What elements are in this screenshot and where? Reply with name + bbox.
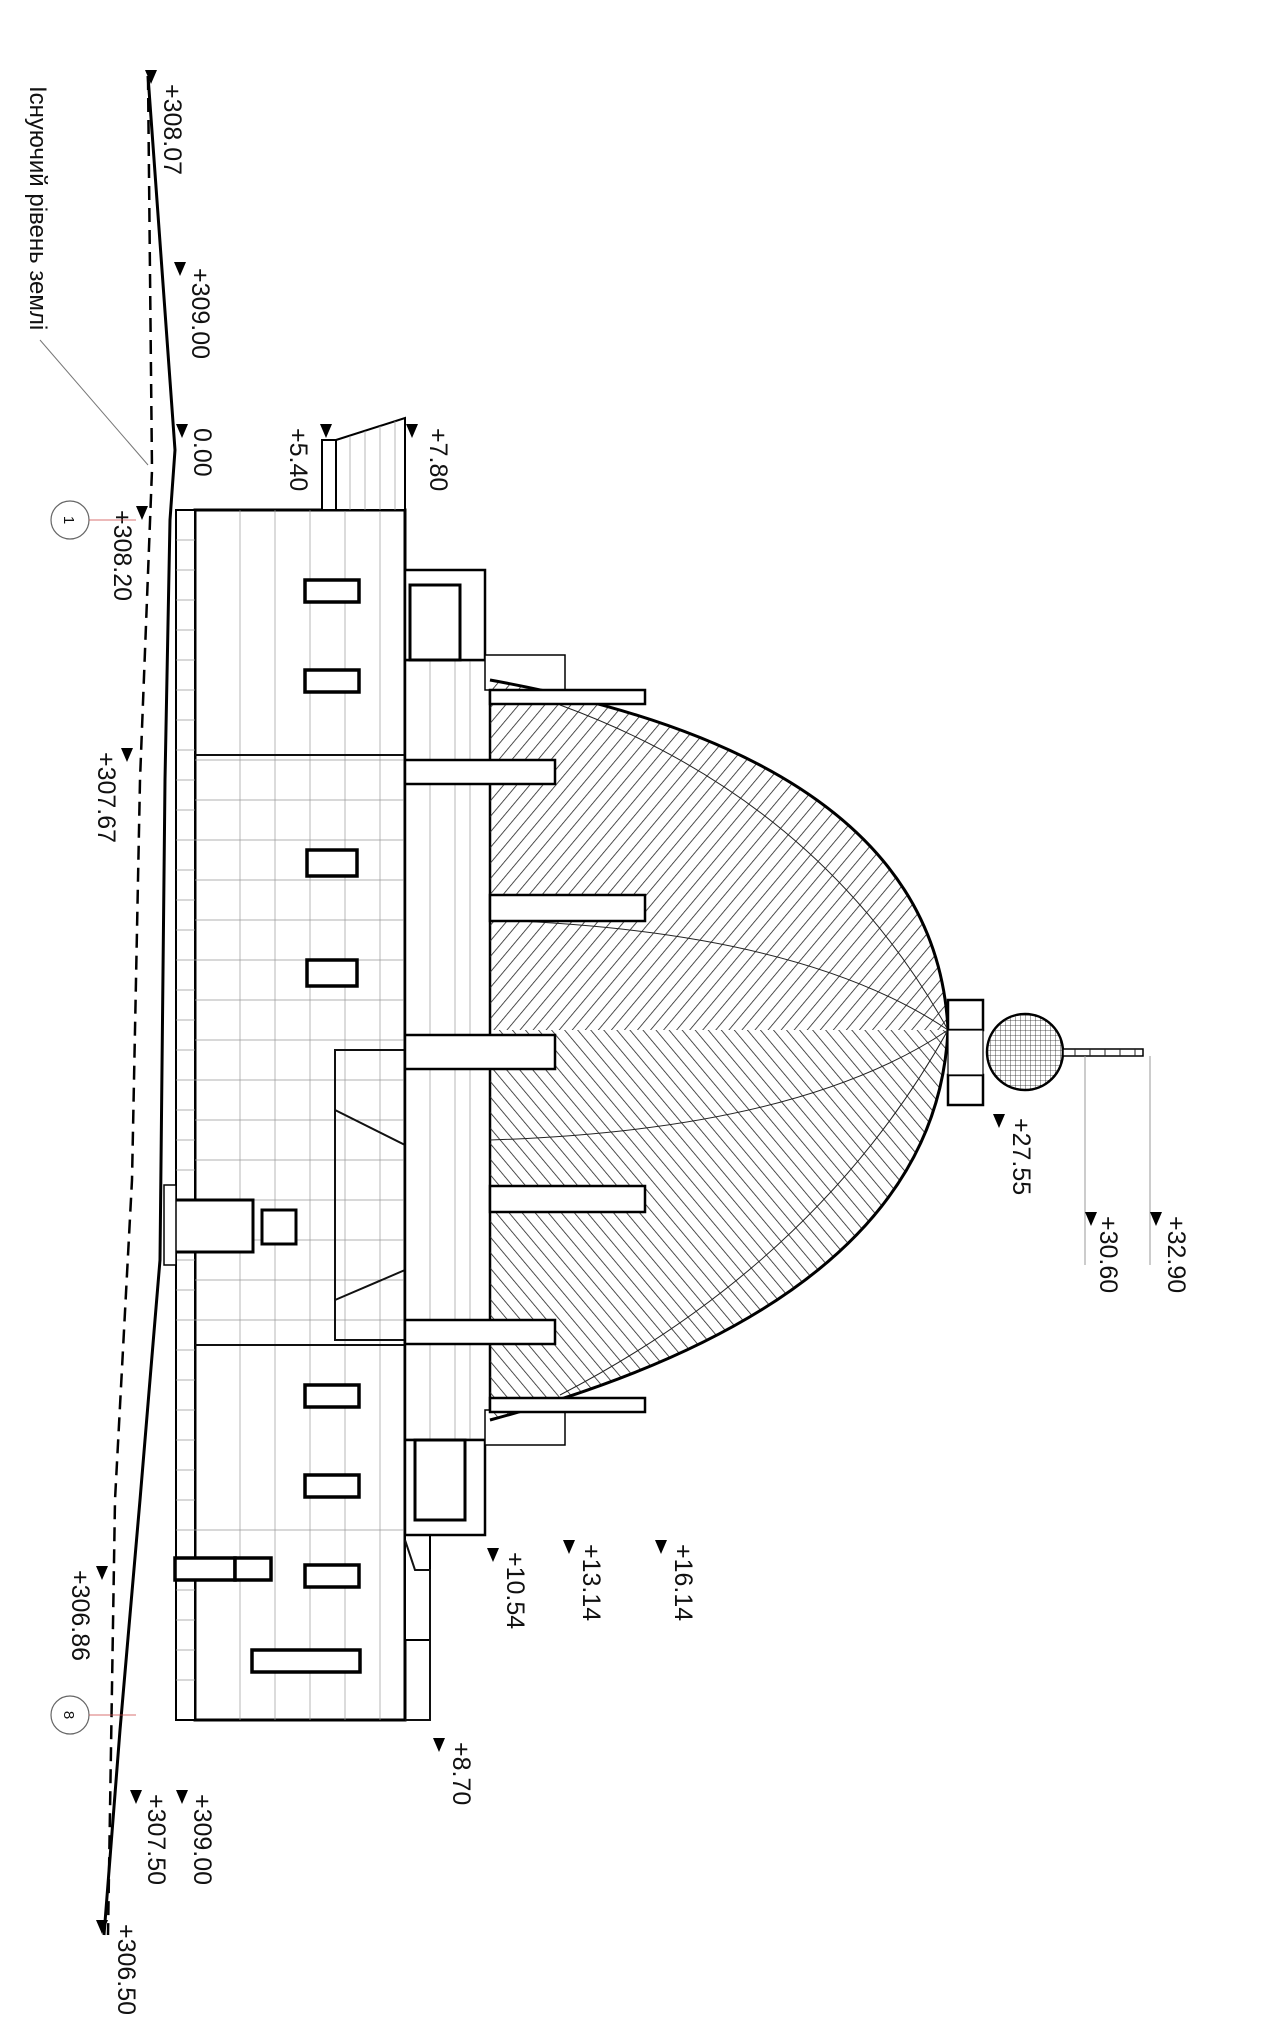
level-label: +8.70 xyxy=(447,1742,475,1805)
dome xyxy=(489,678,950,1422)
level-label: +306.86 xyxy=(66,1570,94,1661)
level-labels: +308.07 +309.00 0.00 +5.40 +7.80 +308.20… xyxy=(66,84,1190,2015)
level-label: +308.20 xyxy=(108,510,136,601)
level-marker-triangles xyxy=(96,70,1162,1934)
level-label: +307.50 xyxy=(142,1794,170,1885)
level-label: +16.14 xyxy=(669,1544,697,1621)
windows xyxy=(173,578,362,1674)
level-label: +309.00 xyxy=(188,1794,216,1885)
axis-marker-8: 8 xyxy=(50,1695,136,1735)
level-label: +7.80 xyxy=(424,428,452,491)
level-label: +307.67 xyxy=(92,752,120,843)
level-label: +13.14 xyxy=(577,1544,605,1621)
level-label: +306.50 xyxy=(112,1924,140,2015)
axis-marker-1: 1 xyxy=(50,500,136,540)
existing-ground-dashed xyxy=(106,75,154,1936)
level-label: +32.90 xyxy=(1162,1216,1190,1293)
plinth xyxy=(175,509,196,1721)
orb xyxy=(985,1012,1065,1092)
roof-pavilion xyxy=(321,416,406,511)
level-label: 0.00 xyxy=(188,428,216,477)
existing-ground-label: Існуючий рівень землі xyxy=(24,86,51,330)
lantern xyxy=(946,998,1151,1265)
level-label: +27.55 xyxy=(1007,1118,1035,1195)
axis-label: 8 xyxy=(60,1711,77,1719)
ground-line xyxy=(39,75,177,1936)
dome-dormers xyxy=(403,688,647,1414)
level-label: +5.40 xyxy=(284,428,312,491)
level-label: +308.07 xyxy=(158,84,186,175)
ground-label-leader xyxy=(39,339,149,466)
axis-label: 1 xyxy=(60,516,77,524)
building-body xyxy=(175,508,431,1722)
level-label: +10.54 xyxy=(501,1552,529,1629)
level-label: +30.60 xyxy=(1094,1216,1122,1293)
entrance-portico xyxy=(163,1049,406,1341)
spire xyxy=(1062,1048,1144,1057)
level-label: +309.00 xyxy=(186,268,214,359)
dome-drum xyxy=(403,568,566,1721)
